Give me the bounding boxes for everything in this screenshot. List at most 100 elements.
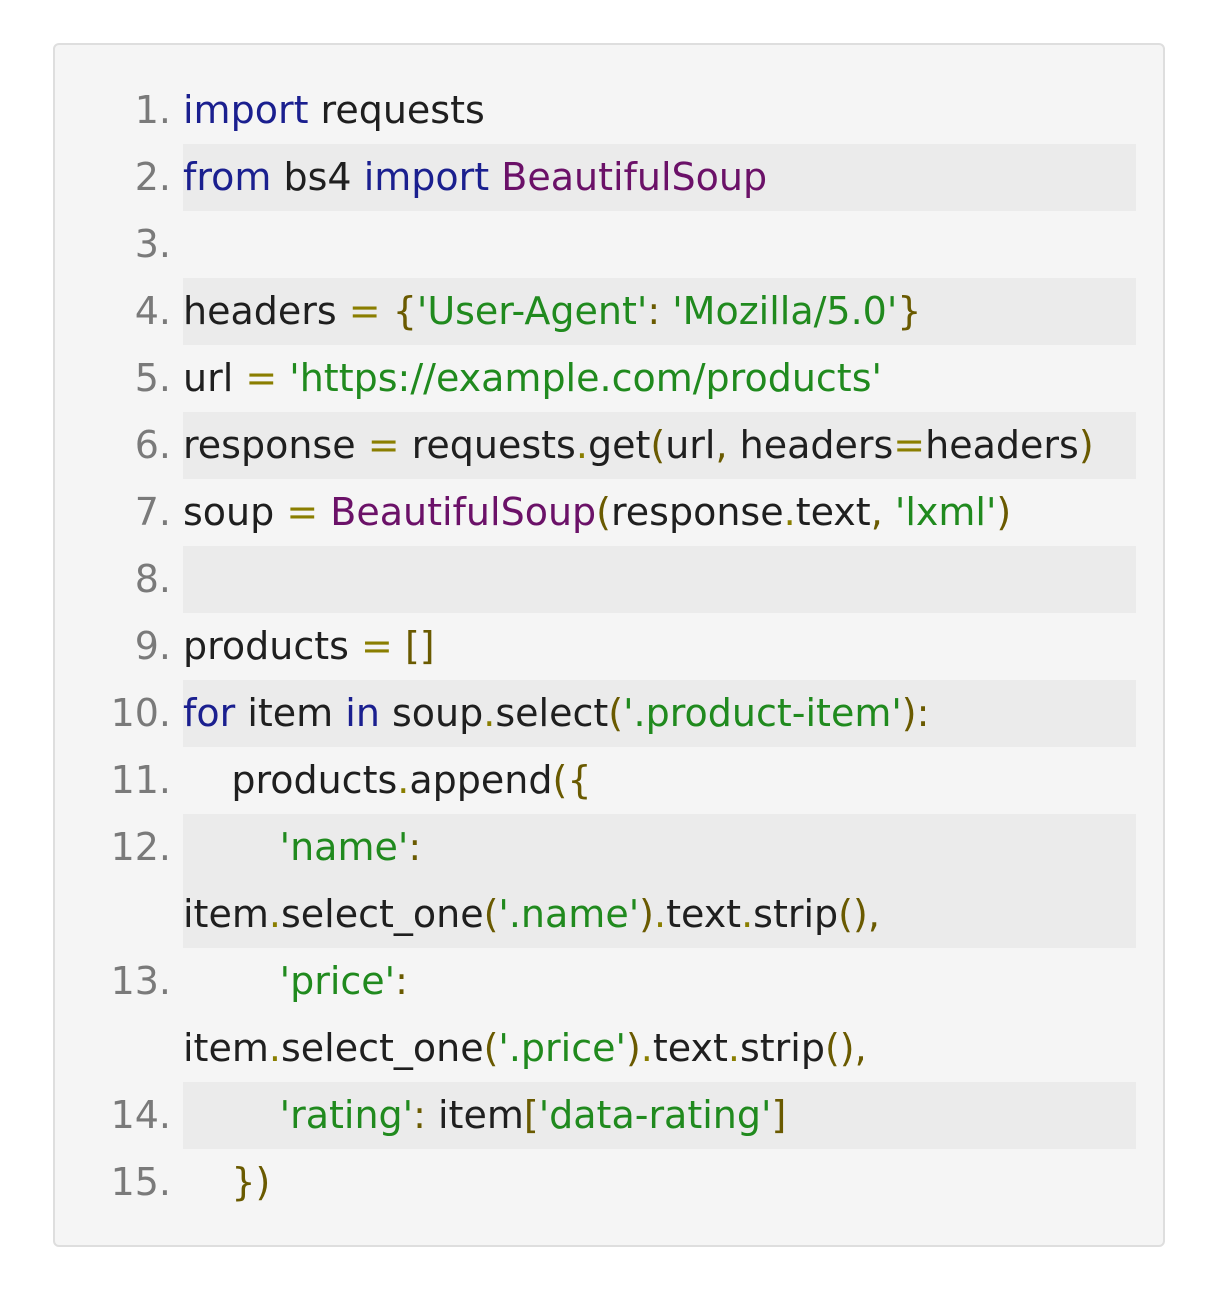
code-token: . [268, 1026, 281, 1070]
code-token [489, 155, 501, 199]
code-token: ) [1078, 423, 1094, 467]
code-token: '.price' [498, 1026, 626, 1070]
code-row: from bs4 import BeautifulSoup [183, 144, 1136, 211]
code-token: products [183, 624, 362, 668]
code-line: 14. 'rating': item['data-rating'] [111, 1082, 1136, 1149]
code-token: products [183, 758, 398, 802]
code-token: append [409, 758, 553, 802]
line-number: 1. [134, 88, 171, 132]
code-token: ( [483, 1026, 499, 1070]
code-token: ) [625, 1026, 641, 1070]
code-token: . [640, 1026, 653, 1070]
line-number: 15. [110, 1160, 171, 1204]
code-row: item.select_one('.name').text.strip(), [183, 881, 1136, 948]
code-token: 'name' [279, 825, 409, 869]
code-token: soup [379, 691, 484, 735]
code-token: ): [901, 691, 930, 735]
line-number: 11. [110, 758, 171, 802]
code-token: : [408, 825, 422, 869]
code-token: BeautifulSoup [330, 490, 597, 534]
code-token: () [824, 1026, 855, 1070]
code-token: BeautifulSoup [501, 155, 768, 199]
code-token: ) [639, 892, 654, 936]
code-token: [] [404, 624, 435, 668]
code-row: products = [] [183, 613, 1136, 680]
code-token: . [268, 892, 281, 936]
code-line: 2.from bs4 import BeautifulSoup [135, 144, 1136, 211]
line-number: 14. [110, 1093, 171, 1137]
code-token: { [392, 289, 417, 333]
code-token: ( [596, 490, 611, 534]
code-row: url = 'https://example.com/products' [183, 345, 1136, 412]
code-token: response [610, 490, 784, 534]
code-token [883, 490, 895, 534]
code-token [318, 490, 330, 534]
code-token: ) [996, 490, 1012, 534]
code-line: 11. products.append({ [111, 747, 1136, 814]
code-token: ( [608, 691, 624, 735]
code-token: = [361, 624, 393, 668]
code-line: 12. 'name':item.select_one('.name').text… [111, 814, 1136, 948]
code-token: url [665, 423, 716, 467]
code-token: = [367, 423, 400, 467]
code-token: select [495, 691, 609, 735]
code-row [183, 211, 1136, 278]
code-row [183, 546, 1136, 613]
code-token: . [483, 691, 496, 735]
code-token: '.product-item' [623, 691, 902, 735]
code-line: 9. products = [] [135, 613, 1136, 680]
code-token: requests [399, 423, 576, 467]
code-token: . [727, 1026, 740, 1070]
code-row: 'name': [183, 814, 1136, 881]
code-token [660, 289, 672, 333]
code-token: text [795, 490, 871, 534]
line-number: 10. [110, 691, 171, 735]
code-line: 4.headers = {'User-Agent': 'Mozilla/5.0'… [135, 278, 1136, 345]
line-number: 13. [110, 959, 171, 1003]
line-number: 7. [134, 490, 171, 534]
code-token: headers [925, 423, 1079, 467]
code-token: }) [231, 1160, 271, 1204]
code-line: 7.soup = BeautifulSoup(response.text, 'l… [135, 479, 1136, 546]
code-token: ( [650, 423, 666, 467]
code-token: url [183, 356, 246, 400]
code-line: 8. [135, 546, 1136, 613]
code-token: in [345, 691, 380, 735]
code-line: 5.url = 'https://example.com/products' [135, 345, 1136, 412]
line-number: 3. [134, 222, 171, 266]
code-token: () [838, 892, 868, 936]
code-token: : [413, 1093, 426, 1137]
code-token: . [397, 758, 410, 802]
code-token: = [893, 423, 926, 467]
code-token: , [870, 490, 883, 534]
code-token: } [897, 289, 922, 333]
code-token [393, 624, 405, 668]
code-row: for item in soup.select('.product-item')… [183, 680, 1136, 747]
code-token: text [666, 892, 742, 936]
code-token [183, 1093, 280, 1137]
code-token: strip [739, 1026, 825, 1070]
code-row: item.select_one('.price').text.strip(), [183, 1015, 1136, 1082]
code-row: response = requests.get(url, headers=hea… [183, 412, 1136, 479]
code-line: 15. }) [111, 1149, 1136, 1216]
code-token: 'User-Agent' [416, 289, 648, 333]
line-number: 8. [134, 557, 171, 601]
code-token: headers [183, 289, 349, 333]
code-token: [ [523, 1093, 539, 1137]
code-token: 'lxml' [894, 490, 997, 534]
code-token: bs4 [271, 155, 364, 199]
code-token: for [183, 691, 236, 735]
line-number: 9. [134, 624, 171, 668]
code-token: , [715, 423, 728, 467]
code-token: text [652, 1026, 728, 1070]
code-line: 10. for item in soup.select('.product-ite… [111, 680, 1136, 747]
code-token: . [575, 423, 588, 467]
code-token: . [653, 892, 667, 936]
code-token: : [647, 289, 661, 333]
code-token: 'https://example.com/products' [289, 356, 882, 400]
code-token [277, 356, 289, 400]
code-token: ] [771, 1093, 787, 1137]
code-token: = [245, 356, 278, 400]
code-token [381, 289, 393, 333]
code-row: 'price': [183, 948, 1136, 1015]
